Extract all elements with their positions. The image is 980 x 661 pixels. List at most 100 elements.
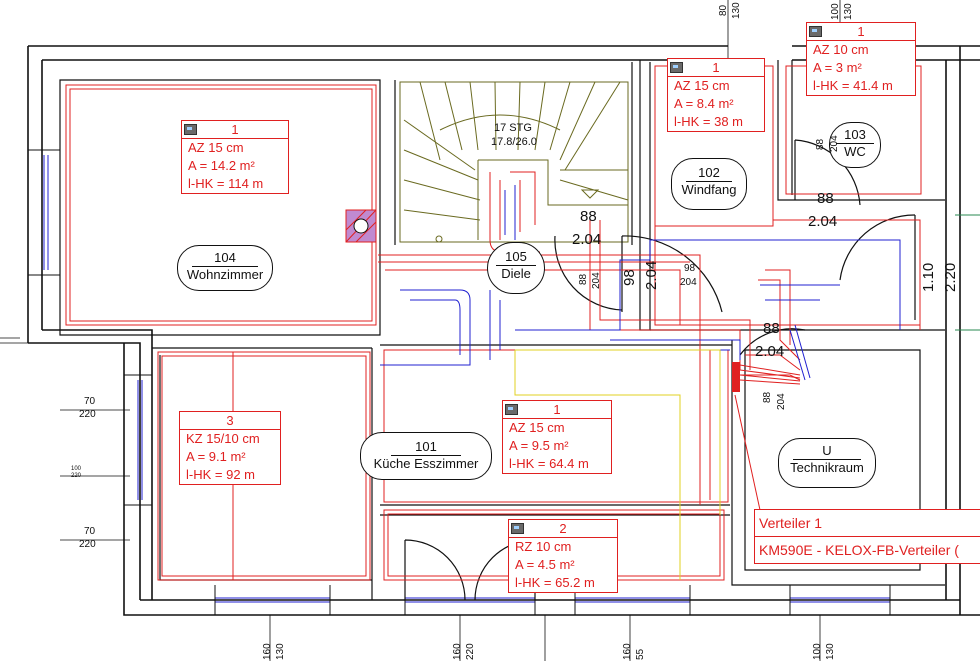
circuit-area: A = 4.5 m² xyxy=(515,557,575,572)
circuit-tag-kinderzimmer[interactable]: 3 KZ 15/10 cm A = 9.1 m² l-HK = 92 m xyxy=(179,411,281,485)
heating-circuit-icon xyxy=(511,523,524,534)
windows xyxy=(43,155,890,603)
circuit-length: l-HK = 65.2 m xyxy=(515,575,595,590)
circuit-number: 1 xyxy=(857,24,865,39)
circuit-length: l-HK = 92 m xyxy=(186,467,255,482)
circuit-tag-wohnzimmer[interactable]: 1 AZ 15 cm A = 14.2 m² l-HK = 114 m xyxy=(181,120,289,194)
circuit-spacing: AZ 15 cm xyxy=(509,420,565,435)
circuit-area: A = 9.5 m² xyxy=(509,438,569,453)
room-number: 101 xyxy=(391,439,461,456)
manifold-label[interactable]: Verteiler 1 KM590E - KELOX-FB-Verteiler … xyxy=(754,509,980,564)
window-bottom3-height: 55 xyxy=(635,648,646,660)
room-number: 102 xyxy=(686,165,732,182)
circuit-number: 1 xyxy=(553,402,561,417)
window-top-mid-width: 80 xyxy=(718,4,729,16)
circuit-spacing: AZ 15 cm xyxy=(188,140,244,155)
room-number: 104 xyxy=(192,250,258,267)
room-label-kueche[interactable]: 101 Küche Esszimmer xyxy=(360,432,492,480)
door-width-3: 88 xyxy=(763,320,780,337)
door-small-a-height: 204 xyxy=(591,272,602,289)
door-height-1: 2.04 xyxy=(572,231,602,248)
door-width-1: 88 xyxy=(580,208,597,225)
manifold-name: Verteiler 1 xyxy=(759,515,823,531)
window-left2-width: 100 xyxy=(71,466,82,472)
window-bottom4-height: 130 xyxy=(825,643,836,660)
circuit-number: 1 xyxy=(231,122,239,137)
circuit-spacing: AZ 15 cm xyxy=(674,78,730,93)
circuit-area: A = 3 m² xyxy=(813,60,862,75)
circuit-length: l-HK = 114 m xyxy=(188,176,264,191)
window-left1-width: 70 xyxy=(84,396,96,407)
manifold-model: KM590E - KELOX-FB-Verteiler ( xyxy=(755,536,980,563)
staircase xyxy=(399,81,629,243)
window-left3-height: 220 xyxy=(79,539,96,550)
door-small-b-height: 204 xyxy=(680,277,697,288)
window-bottom1-height: 130 xyxy=(275,643,286,660)
window-top-right-width: 100 xyxy=(830,3,841,20)
room-name: Küche Esszimmer xyxy=(373,456,479,471)
room-name: Technikraum xyxy=(790,460,864,475)
right-exterior xyxy=(955,214,980,331)
room-name: Wohnzimmer xyxy=(186,267,264,282)
window-top-right-height: 130 xyxy=(843,3,854,20)
door-wc-width: 88 xyxy=(815,138,826,150)
circuit-number: 2 xyxy=(559,521,567,536)
window-top-mid-height: 130 xyxy=(731,2,742,19)
room-label-diele[interactable]: 105 Diele xyxy=(487,242,545,294)
heating-circuit-icon xyxy=(184,124,197,135)
chimney-symbol xyxy=(345,209,377,243)
room-label-windfang[interactable]: 102 Windfang xyxy=(671,158,747,210)
room-number: 103 xyxy=(836,127,874,144)
door-width-4: 98 xyxy=(621,269,638,286)
window-bottom2-width: 160 xyxy=(452,643,463,660)
opening-width-right: 1.10 xyxy=(920,262,937,292)
stair-ratio-label: 17.8/26.0 xyxy=(491,136,537,148)
circuit-area: A = 14.2 m² xyxy=(188,158,255,173)
window-bottom3-width: 160 xyxy=(622,643,633,660)
heating-circuit-icon xyxy=(809,26,822,37)
window-left2-height: 220 xyxy=(71,473,82,479)
circuit-tag-kueche[interactable]: 1 AZ 15 cm A = 9.5 m² l-HK = 64.4 m xyxy=(502,400,612,474)
circuit-length: l-HK = 38 m xyxy=(674,114,743,129)
circuit-tag-windfang[interactable]: 1 AZ 15 cm A = 8.4 m² l-HK = 38 m xyxy=(667,58,765,132)
circuit-tag-rand[interactable]: 2 RZ 10 cm A = 4.5 m² l-HK = 65.2 m xyxy=(508,519,618,593)
window-bottom4-width: 100 xyxy=(812,643,823,660)
circuit-spacing: RZ 10 cm xyxy=(515,539,572,554)
door-swings xyxy=(404,139,916,601)
room-label-wc[interactable]: 103 WC xyxy=(829,122,881,168)
room-name: Windfang xyxy=(681,182,737,197)
opening-height-right: 2.20 xyxy=(942,262,959,292)
room-number: 105 xyxy=(496,249,536,266)
room-name: WC xyxy=(844,144,866,159)
circuit-spacing: KZ 15/10 cm xyxy=(186,431,260,446)
door-small-c-width: 88 xyxy=(762,391,773,403)
circuit-tag-wc[interactable]: 1 AZ 10 cm A = 3 m² l-HK = 41.4 m xyxy=(806,22,916,96)
circuit-number: 3 xyxy=(226,413,234,428)
circuit-length: l-HK = 64.4 m xyxy=(509,456,589,471)
door-height-3: 2.04 xyxy=(755,343,785,360)
supply-pipes xyxy=(380,185,901,381)
room-name: Diele xyxy=(501,266,531,281)
yellow-markers xyxy=(514,349,721,580)
door-wc-height: 204 xyxy=(829,135,840,152)
window-bottom2-height: 220 xyxy=(465,643,476,660)
circuit-area: A = 8.4 m² xyxy=(674,96,734,111)
circuit-number: 1 xyxy=(712,60,720,75)
circuit-area: A = 9.1 m² xyxy=(186,449,246,464)
door-height-2: 2.04 xyxy=(808,213,838,230)
door-small-a-width: 88 xyxy=(578,273,589,285)
room-label-wohnzimmer[interactable]: 104 Wohnzimmer xyxy=(177,245,273,291)
room-label-technikraum[interactable]: U Technikraum xyxy=(778,438,876,488)
room-number: U xyxy=(793,443,861,460)
heating-circuit-icon xyxy=(670,62,683,73)
window-left1-height: 220 xyxy=(79,409,96,420)
door-height-4: 2.04 xyxy=(643,260,660,290)
manifold-box xyxy=(732,362,801,392)
door-small-b-width: 98 xyxy=(684,263,696,274)
heating-circuit-icon xyxy=(505,404,518,415)
circuit-spacing: AZ 10 cm xyxy=(813,42,869,57)
circuit-length: l-HK = 41.4 m xyxy=(813,78,893,93)
window-left3-width: 70 xyxy=(84,526,96,537)
door-width-2: 88 xyxy=(817,190,834,207)
window-bottom1-width: 160 xyxy=(262,643,273,660)
